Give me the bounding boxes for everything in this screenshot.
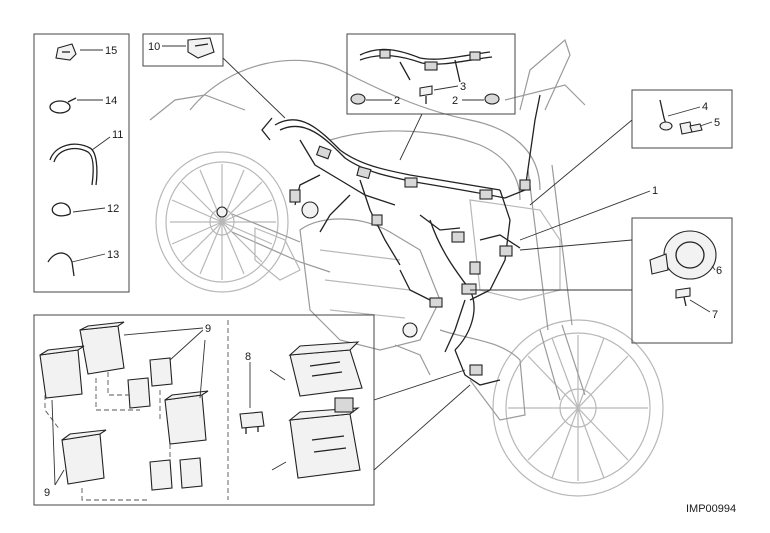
- band-13: [47, 252, 75, 277]
- callout-15: 15: [105, 45, 117, 57]
- image-code: IMP00994: [686, 503, 736, 515]
- fuse-8: [239, 411, 265, 434]
- callout-10: 10: [148, 41, 160, 53]
- callout-6: 6: [716, 265, 722, 277]
- wiring-harness: [216, 94, 541, 386]
- callout-5: 5: [714, 117, 720, 129]
- callout-2b: 2: [452, 95, 458, 107]
- callout-7: 7: [712, 309, 718, 321]
- relay-fusebox-box: [33, 314, 375, 506]
- callout-13: 13: [107, 249, 119, 261]
- callout-4: 4: [702, 101, 708, 113]
- fuse-box: [288, 341, 363, 479]
- part-2-3-box: [346, 33, 516, 115]
- part-10-box: [142, 33, 224, 67]
- part-4-5-box: [631, 89, 733, 149]
- relay-group: [39, 321, 209, 501]
- callout-1: 1: [652, 185, 658, 197]
- callout-9b: 9: [44, 487, 50, 499]
- grommet-2b: [484, 93, 500, 105]
- motorcycle-outline: [149, 38, 664, 497]
- callout-11: 11: [112, 129, 123, 141]
- harness-detail: [359, 48, 493, 83]
- part-6-7-box: [631, 217, 733, 344]
- callout-3: 3: [460, 81, 466, 93]
- grommet-2a: [350, 93, 366, 105]
- bolt-5: [679, 121, 703, 135]
- callout-12: 12: [107, 203, 119, 215]
- connector-10: [187, 37, 215, 59]
- clip-15: [55, 43, 77, 61]
- callout-9a: 9: [205, 323, 211, 335]
- horn-6: [649, 230, 717, 280]
- sleeve-11: [49, 143, 98, 186]
- clamp-14: [49, 97, 77, 114]
- callout-14: 14: [105, 95, 117, 107]
- clamp-12: [51, 202, 71, 217]
- accessory-parts-box: [33, 33, 130, 293]
- terminal-4: [659, 99, 673, 131]
- callout-8: 8: [245, 351, 251, 363]
- callout-2a: 2: [394, 95, 400, 107]
- screw-7: [675, 287, 691, 307]
- callout-labels: 1 2 2 3 4 5 6 7 8 9 9 10 11 12 13 14 15: [44, 41, 722, 499]
- screw-3: [419, 85, 433, 104]
